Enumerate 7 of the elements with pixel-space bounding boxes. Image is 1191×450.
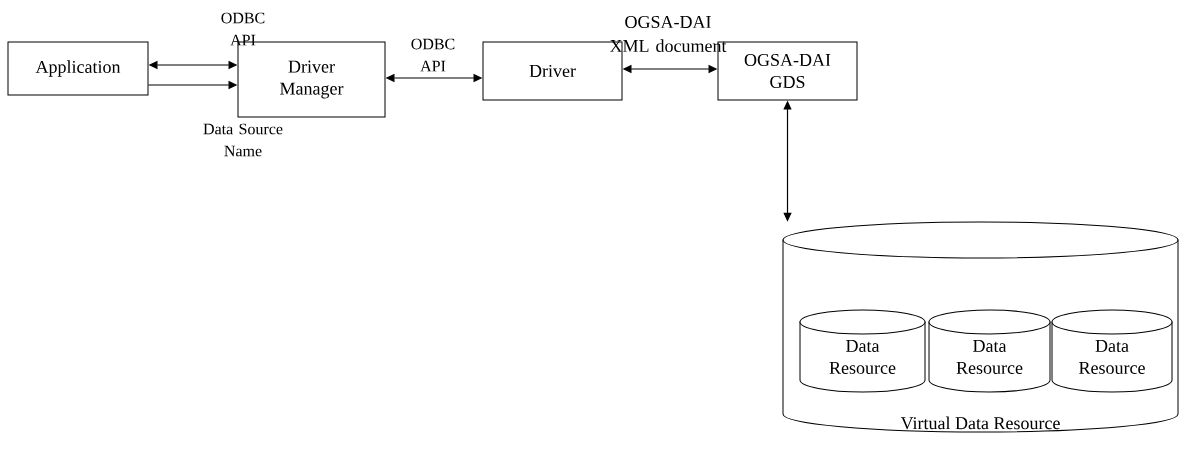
edge-label: OGSA-DAI XML document [609, 15, 727, 53]
edge-label: Data Source Name [203, 123, 283, 157]
cylinder: Data Resource [1051, 309, 1173, 393]
cylinder: Data Resource [928, 309, 1051, 393]
edge-label: ODBC API [411, 38, 455, 72]
cylinder: Data Resource [799, 309, 926, 393]
process-box: Application [7, 41, 149, 96]
